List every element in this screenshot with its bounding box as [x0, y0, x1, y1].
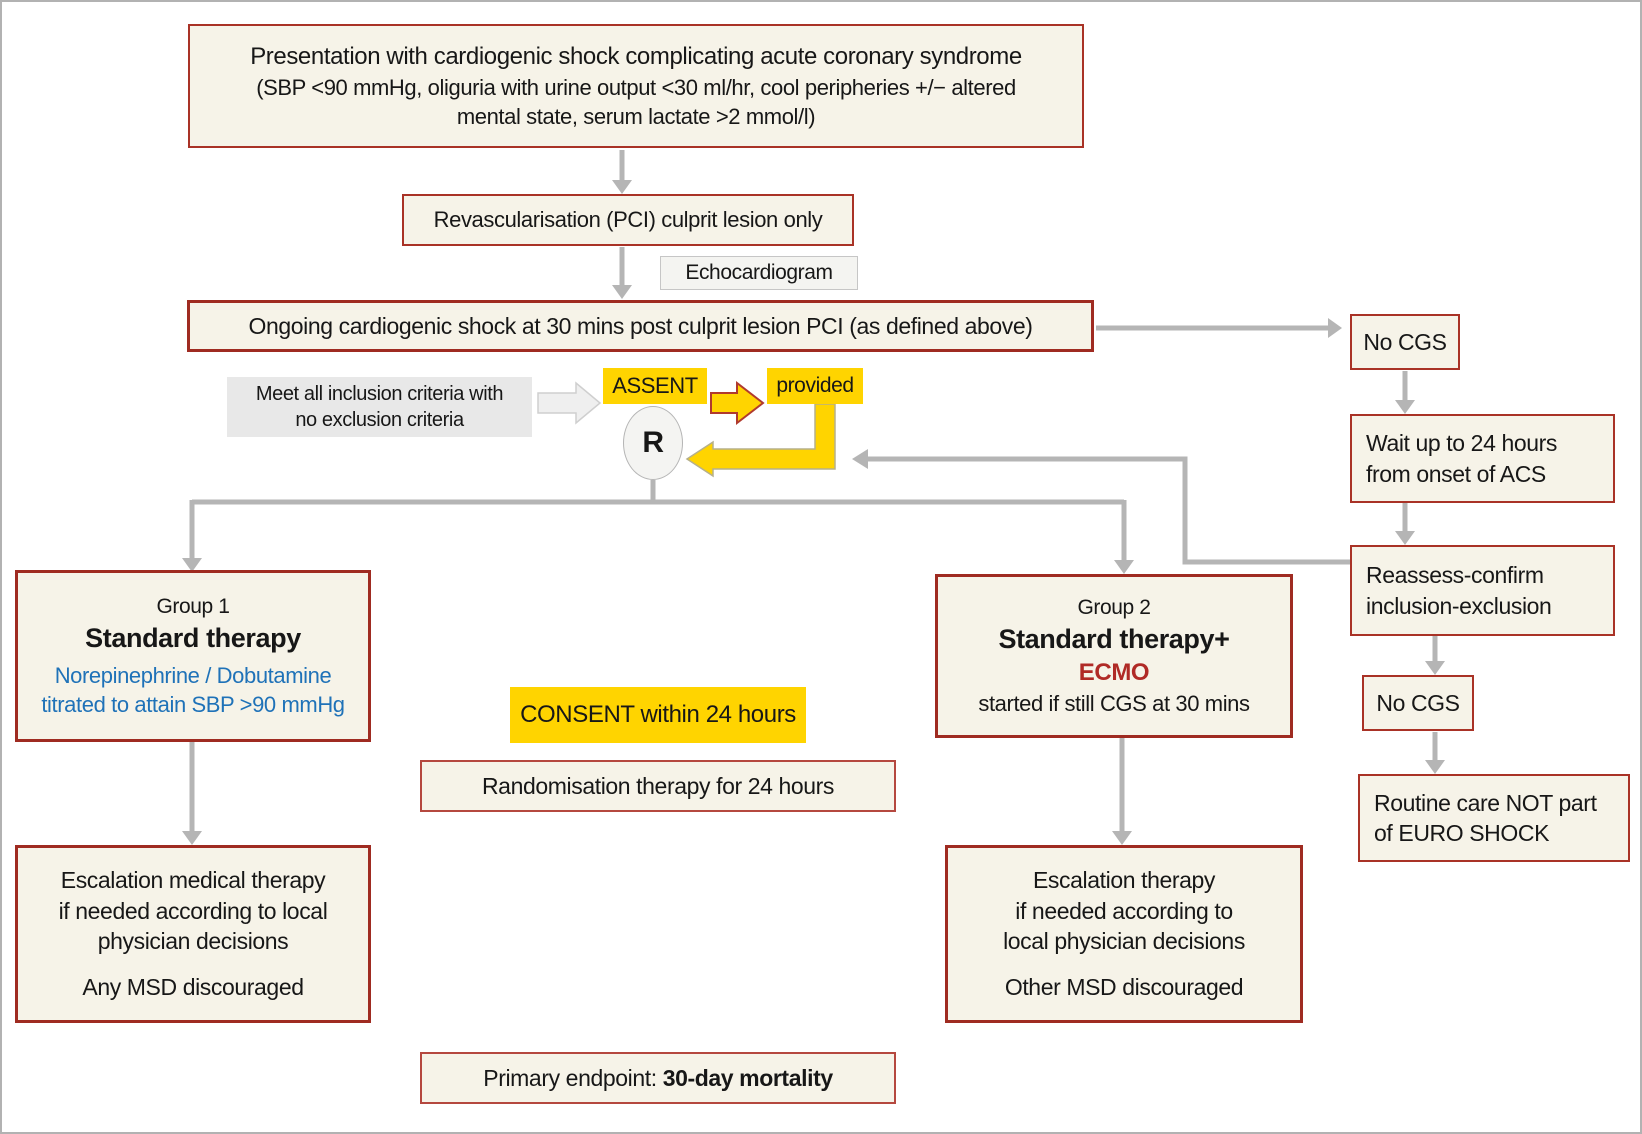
provided-label: provided — [776, 374, 854, 398]
consent-box: CONSENT within 24 hours — [510, 687, 806, 743]
arrow-reassess-to-r — [852, 449, 1350, 565]
primary-endpoint-prefix: Primary endpoint: — [483, 1064, 663, 1091]
wait-24h-line-1: Wait up to 24 hours — [1366, 430, 1557, 457]
presentation-title: Presentation with cardiogenic shock comp… — [250, 43, 1022, 71]
ongoing-shock-box: Ongoing cardiogenic shock at 30 mins pos… — [187, 300, 1094, 352]
randomisation-label: R — [642, 426, 664, 459]
reassess-box: Reassess-confirm inclusion-exclusion — [1350, 545, 1615, 636]
escalation2-line-4: Other MSD discouraged — [1004, 974, 1244, 1001]
no-cgs-box-2: No CGS — [1362, 675, 1474, 731]
criteria-line-2: no exclusion criteria — [295, 409, 464, 431]
escalation1-line-3: physician decisions — [97, 928, 289, 954]
escalation1-line-2: if needed according to local — [58, 897, 328, 924]
revascularisation-label: Revascularisation (PCI) culprit lesion o… — [433, 207, 823, 233]
randomisation-therapy-box: Randomisation therapy for 24 hours — [420, 760, 896, 812]
echocardiogram-box: Echocardiogram — [660, 256, 858, 290]
routine-care-line-2: of EURO SHOCK — [1374, 820, 1550, 846]
group2-ecmo-label: ECMO — [1078, 659, 1150, 687]
group1-title: Standard therapy — [85, 623, 301, 654]
no-cgs-box-1: No CGS — [1350, 314, 1460, 370]
group1-header: Group 1 — [156, 595, 230, 619]
consent-label: CONSENT within 24 hours — [520, 701, 796, 729]
group1-drug-line-2: titrated to attain SBP >90 mmHg — [41, 691, 345, 717]
presentation-detail-2: mental state, serum lactate >2 mmol/l) — [456, 103, 816, 129]
routine-care-line-1: Routine care NOT part — [1374, 789, 1597, 816]
provided-box: provided — [767, 368, 863, 404]
presentation-box: Presentation with cardiogenic shock comp… — [188, 24, 1084, 148]
presentation-detail-1: (SBP <90 mmHg, oliguria with urine outpu… — [256, 74, 1016, 100]
criteria-block-arrow — [537, 381, 602, 425]
echocardiogram-label: Echocardiogram — [685, 261, 833, 285]
no-cgs-2-label: No CGS — [1376, 689, 1460, 716]
assent-provided-arrow — [710, 380, 765, 426]
group1-box: Group 1 Standard therapy Norepinephrine … — [15, 570, 371, 742]
group2-title: Standard therapy+ — [998, 623, 1230, 654]
assent-label: ASSENT — [612, 373, 698, 399]
arrow-wait-to-reassess — [1395, 503, 1415, 545]
revascularisation-box: Revascularisation (PCI) culprit lesion o… — [402, 194, 854, 246]
arrow-nocgs2-to-routine — [1425, 732, 1445, 774]
arrow-reassess-to-nocgs2 — [1425, 636, 1445, 675]
reassess-line-1: Reassess-confirm — [1366, 562, 1544, 589]
primary-endpoint-box: Primary endpoint: 30-day mortality — [420, 1052, 896, 1104]
escalation2-line-3: local physician decisions — [1003, 928, 1245, 954]
group2-subtitle: started if still CGS at 30 mins — [978, 690, 1250, 716]
group2-header: Group 2 — [1077, 595, 1151, 619]
escalation1-line-4: Any MSD discouraged — [82, 974, 304, 1001]
randomisation-branch-lines — [182, 480, 1134, 574]
routine-care-box: Routine care NOT part of EURO SHOCK — [1358, 774, 1630, 862]
criteria-box: Meet all inclusion criteria with no excl… — [227, 377, 532, 437]
ongoing-shock-label: Ongoing cardiogenic shock at 30 mins pos… — [248, 312, 1033, 339]
group2-box: Group 2 Standard therapy+ ECMO started i… — [935, 574, 1293, 738]
wait-24h-line-2: from onset of ACS — [1366, 460, 1546, 487]
escalation2-box: Escalation therapy if needed according t… — [945, 845, 1303, 1023]
no-cgs-1-label: No CGS — [1363, 328, 1447, 355]
randomisation-therapy-label: Randomisation therapy for 24 hours — [481, 772, 835, 799]
arrow-revasc-to-ongoing — [612, 247, 632, 299]
arrow-group2-to-escalation2 — [1112, 738, 1132, 845]
escalation1-box: Escalation medical therapy if needed acc… — [15, 845, 371, 1023]
assent-box: ASSENT — [603, 368, 707, 404]
escalation2-line-1: Escalation therapy — [1032, 867, 1216, 894]
provided-to-r-elbow-arrow — [685, 403, 836, 478]
criteria-line-1: Meet all inclusion criteria with — [255, 382, 504, 405]
escalation2-line-2: if needed according to — [1015, 897, 1233, 924]
arrow-ongoing-to-nocgs — [1096, 318, 1342, 338]
group1-drug-line-1: Norepinephrine / Dobutamine — [54, 662, 332, 688]
arrow-presentation-to-revasc — [612, 150, 632, 194]
arrow-group1-to-escalation1 — [182, 742, 202, 845]
primary-endpoint-label: Primary endpoint: 30-day mortality — [422, 1063, 894, 1093]
primary-endpoint-value: 30-day mortality — [662, 1064, 833, 1091]
reassess-line-2: inclusion-exclusion — [1366, 592, 1552, 619]
escalation1-line-1: Escalation medical therapy — [60, 867, 326, 894]
arrow-nocgs-to-wait — [1395, 371, 1415, 414]
randomisation-circle: R — [623, 406, 683, 480]
wait-24h-box: Wait up to 24 hours from onset of ACS — [1350, 414, 1615, 503]
